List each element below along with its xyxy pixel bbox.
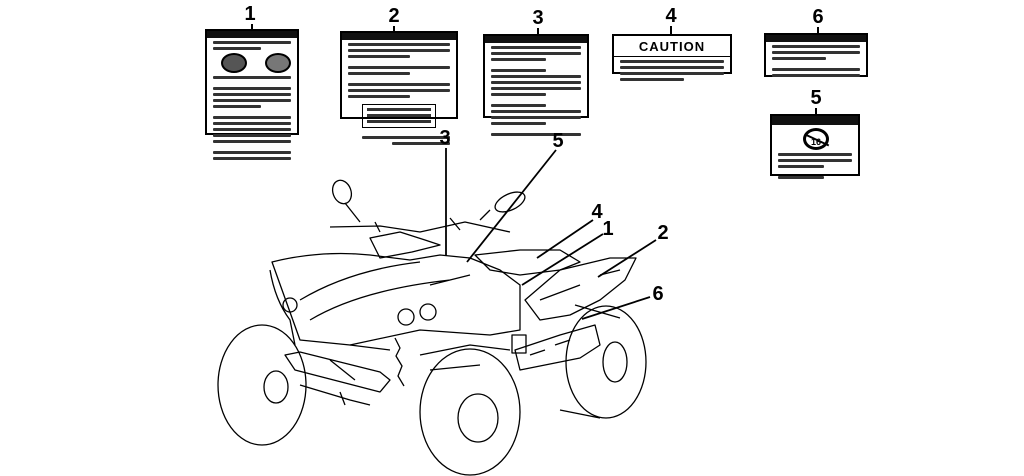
pictogram-icon [265, 53, 291, 73]
leader-line-5 [466, 149, 557, 263]
label-6-number: 6 [812, 6, 824, 28]
label-1-warning [205, 29, 299, 160]
callout-6: 6 [652, 283, 664, 305]
label-6-load [764, 33, 868, 77]
label-3-operation [483, 34, 589, 136]
rear-wheel [565, 305, 647, 419]
leader-line [537, 28, 539, 34]
front-fender [271, 252, 521, 346]
label-3-number: 3 [532, 7, 544, 29]
leader-line-4 [536, 219, 594, 259]
no-under-16-icon: 16 [803, 128, 830, 150]
handlebar [329, 221, 511, 233]
right-mirror [494, 191, 526, 213]
left-mirror [331, 179, 353, 205]
leader-line [817, 27, 819, 33]
label-4-number: 4 [665, 5, 677, 27]
callout-3: 3 [439, 127, 451, 149]
leader-line [393, 26, 395, 31]
leader-line [670, 26, 672, 34]
rear-fender [524, 257, 637, 321]
leader-line-6 [581, 296, 651, 320]
caution-heading: CAUTION [614, 36, 730, 57]
front-right-wheel [419, 348, 521, 476]
leader-line-1 [521, 233, 604, 286]
seat [474, 249, 581, 276]
front-left-wheel [217, 324, 307, 446]
callout-2: 2 [657, 222, 669, 244]
label-5-number: 5 [810, 87, 822, 109]
leader-line-2 [597, 239, 657, 278]
label-2-tire-pressure [340, 31, 458, 145]
label-4-caution: CAUTION [612, 34, 732, 81]
label-1-number: 1 [244, 3, 256, 25]
label-5-age-warning: 16 [770, 114, 860, 179]
shock-spring [394, 337, 405, 387]
age-text: 16 [811, 137, 822, 147]
pressure-table [362, 104, 436, 128]
callout-1: 1 [602, 218, 614, 240]
pictogram-icon [221, 53, 247, 73]
leader-line [251, 24, 253, 29]
label-2-number: 2 [388, 5, 400, 27]
callout-5: 5 [552, 130, 564, 152]
callout-4: 4 [591, 201, 603, 223]
leader-line [815, 108, 817, 114]
front-bumper [284, 351, 391, 393]
